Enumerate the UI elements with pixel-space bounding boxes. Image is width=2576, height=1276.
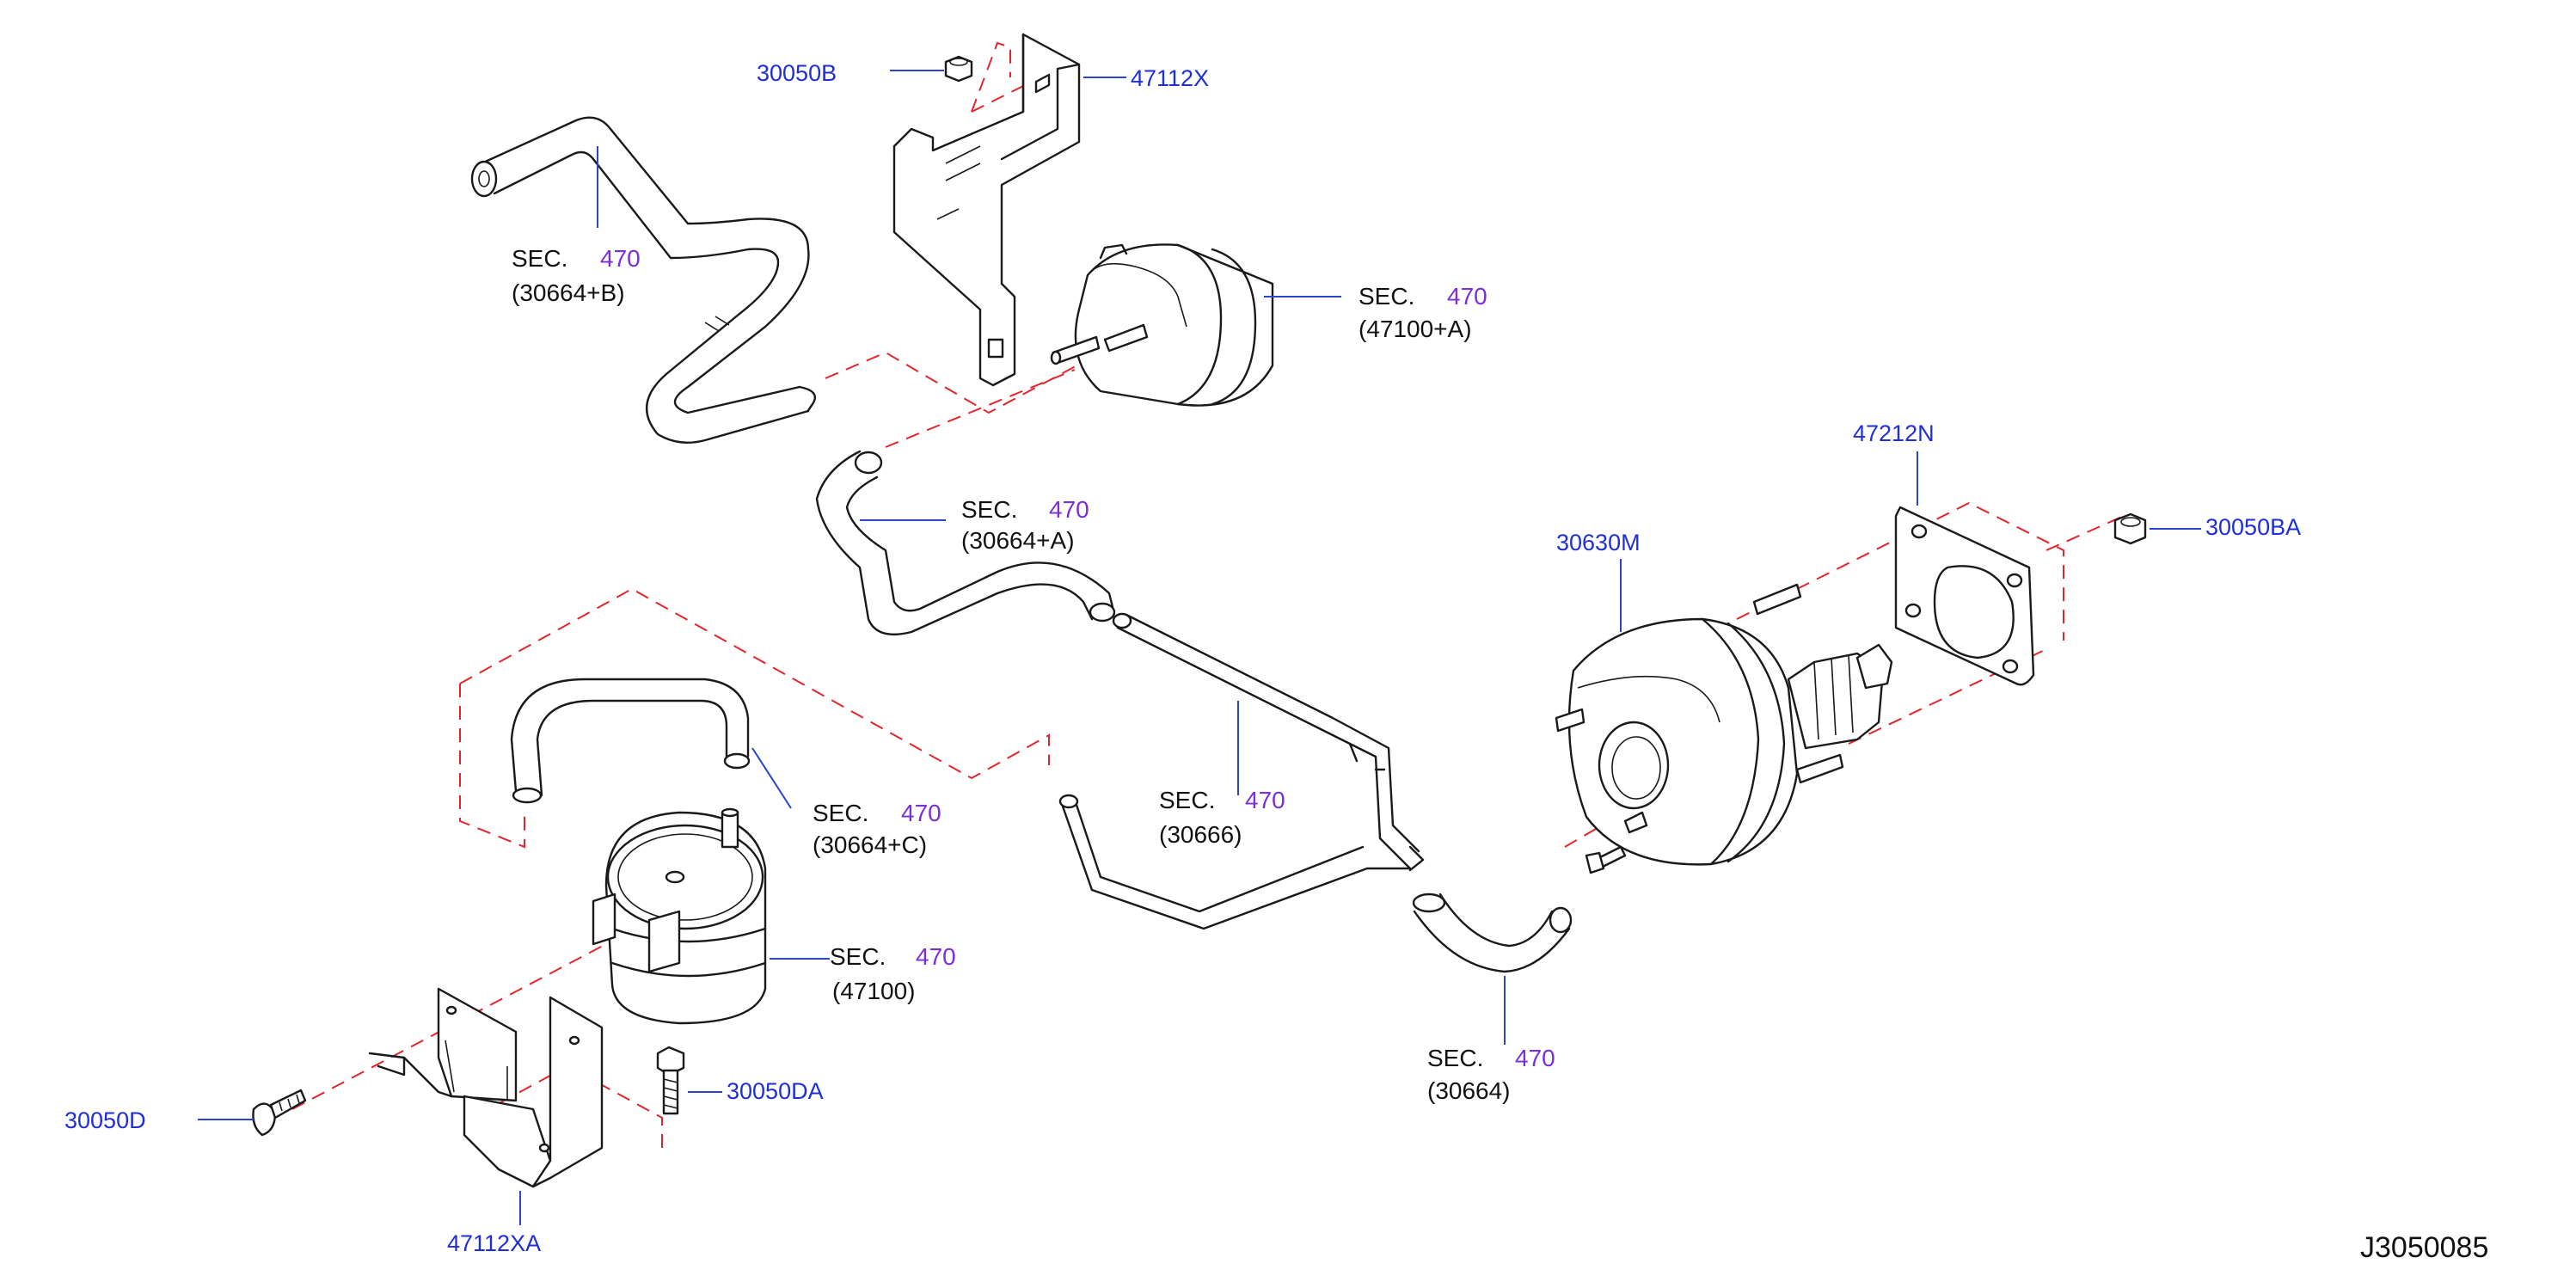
section-ref-30664-c[interactable]: SEC. 470 (30664+C)	[813, 800, 941, 858]
sec-number: 470	[901, 800, 941, 826]
section-ref-47100[interactable]: SEC. 470 (47100)	[830, 943, 956, 1004]
vacuum-tank-47100-a	[1050, 243, 1274, 407]
sec-number: 470	[1447, 283, 1487, 310]
sec-label: SEC.	[1359, 283, 1414, 310]
label-30050da[interactable]: 30050DA	[727, 1078, 824, 1104]
sec-code: (30664)	[1427, 1077, 1511, 1104]
sec-number: 470	[600, 245, 641, 272]
vacuum-tube-30666	[1058, 612, 1425, 930]
section-ref-30664-a[interactable]: SEC. 470 (30664+A)	[961, 496, 1089, 554]
dashed-assembly-lines	[291, 41, 2125, 1148]
sec-code: (30664+B)	[512, 279, 625, 306]
label-47112x[interactable]: 47112X	[1131, 65, 1209, 91]
brake-booster-30630m	[1555, 583, 1893, 874]
nut-30050b	[944, 55, 973, 83]
gasket-47212n	[1894, 506, 2035, 686]
sec-label: SEC.	[961, 496, 1017, 523]
bolt-30050da	[656, 1046, 685, 1115]
sec-label: SEC.	[1427, 1045, 1483, 1071]
screw-30050d	[252, 1089, 307, 1137]
part-labels: 30050B 47112X 47212N 30630M 30050BA 3005…	[64, 60, 2301, 1256]
nut-30050ba	[2113, 512, 2147, 545]
vacuum-hose-30664-b	[470, 116, 817, 444]
sec-number: 470	[1515, 1045, 1555, 1071]
sec-number: 470	[916, 943, 956, 970]
sec-label: SEC.	[813, 800, 868, 826]
section-ref-30666[interactable]: SEC. 470 (30666)	[1159, 787, 1285, 848]
bracket-47112x	[892, 33, 1081, 387]
section-ref-47100-a[interactable]: SEC. 470 (47100+A)	[1359, 283, 1487, 342]
label-30050b[interactable]: 30050B	[757, 60, 837, 86]
label-30630m[interactable]: 30630M	[1556, 530, 1641, 555]
sec-code: (47100)	[832, 978, 916, 1004]
sec-code: (30664+C)	[813, 831, 927, 858]
section-ref-30664[interactable]: SEC. 470 (30664)	[1427, 1045, 1555, 1104]
sec-code: (30664+A)	[961, 527, 1075, 554]
label-30050d[interactable]: 30050D	[64, 1107, 146, 1133]
diagram-id: J3050085	[2360, 1231, 2488, 1264]
label-47112xa[interactable]: 47112XA	[447, 1230, 541, 1256]
bracket-47112xa	[368, 987, 604, 1188]
vacuum-hose-30664-a	[815, 450, 1116, 636]
sec-code: (47100+A)	[1359, 316, 1472, 342]
sec-label: SEC.	[830, 943, 886, 970]
vacuum-hose-30664	[1412, 893, 1573, 973]
section-references: SEC. 470 (30664+B) SEC. 470 (47100+A) SE…	[512, 245, 1555, 1104]
vacuum-hose-30664-c	[510, 678, 751, 804]
leader-lines	[198, 70, 2201, 1225]
sec-label: SEC.	[512, 245, 567, 272]
vacuum-tank-47100	[592, 807, 767, 1025]
sec-number: 470	[1049, 496, 1089, 523]
label-30050ba[interactable]: 30050BA	[2205, 514, 2301, 540]
sec-number: 470	[1245, 787, 1285, 813]
section-ref-30664-b[interactable]: SEC. 470 (30664+B)	[512, 245, 641, 306]
sec-code: (30666)	[1159, 821, 1242, 848]
label-47212n[interactable]: 47212N	[1853, 420, 1935, 446]
sec-label: SEC.	[1159, 787, 1215, 813]
